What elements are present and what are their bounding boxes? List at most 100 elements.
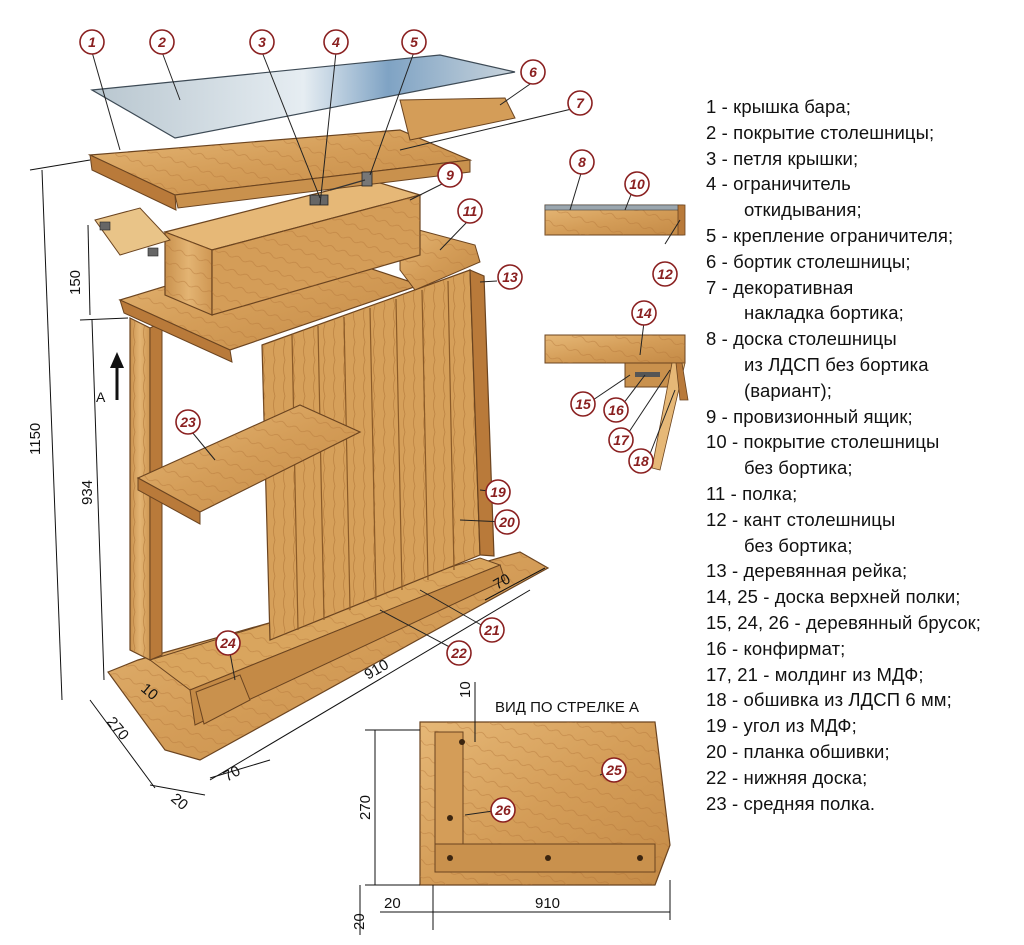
callout-8: 8 — [569, 149, 595, 175]
svg-text:7: 7 — [576, 95, 585, 111]
callout-23: 23 — [175, 409, 201, 435]
dim-70-right: 70 — [491, 570, 514, 593]
svg-text:13: 13 — [502, 269, 518, 285]
svg-text:10: 10 — [629, 176, 645, 192]
svg-text:5: 5 — [410, 34, 418, 50]
arrow-label: А — [96, 389, 106, 405]
svg-text:14: 14 — [636, 305, 652, 321]
legend-item: 2 - покрытие столешницы; — [706, 121, 935, 143]
dim-depth: 270 — [103, 714, 132, 744]
legend-item: 16 - конфирмат; — [706, 637, 846, 659]
dim-view-20b: 20 — [351, 913, 368, 930]
svg-text:19: 19 — [490, 484, 506, 500]
svg-text:26: 26 — [494, 802, 511, 818]
view-arrow: А — [96, 352, 124, 405]
legend-item: 22 - нижняя доска; — [706, 766, 868, 788]
legend-item: откидывания; — [744, 199, 862, 221]
legend-item: без бортика; — [744, 534, 853, 556]
dim-view-20a: 20 — [384, 895, 401, 912]
callout-10: 10 — [624, 171, 650, 197]
callout-labels: 1 2 3 4 5 6 7 8 9 10 11 12 13 14 15 16 1… — [79, 29, 678, 823]
callout-5: 5 — [401, 29, 427, 55]
svg-text:16: 16 — [608, 402, 624, 418]
legend-item: (вариант); — [744, 379, 832, 401]
svg-text:3: 3 — [258, 34, 266, 50]
callout-7: 7 — [567, 90, 593, 116]
legend-item: 20 - планка обшивки; — [706, 740, 890, 762]
svg-text:4: 4 — [331, 34, 340, 50]
svg-text:8: 8 — [578, 154, 586, 170]
legend-item: 8 - доска столешницы — [706, 328, 897, 350]
callout-3: 3 — [249, 29, 275, 55]
legend-item: 19 - угол из МДФ; — [706, 715, 857, 737]
legend-item: 9 - провизионный ящик; — [706, 405, 913, 427]
legend-item: без бортика; — [744, 457, 853, 479]
callout-26: 26 — [490, 797, 516, 823]
callout-25: 25 — [601, 757, 627, 783]
view-a-panel — [419, 721, 671, 886]
callout-6: 6 — [520, 59, 546, 85]
legend-item: 1 - крышка бара; — [706, 96, 851, 117]
dim-height-total: 1150 — [27, 423, 44, 455]
parts-legend: 1 - крышка бара; 2 - покрытие столешницы;… — [706, 94, 1022, 816]
callout-11: 11 — [457, 198, 483, 224]
legend-item: 18 - обшивка из ЛДСП 6 мм; — [706, 689, 952, 711]
callout-15: 15 — [570, 391, 596, 417]
dim-view-10: 10 — [457, 681, 474, 698]
svg-text:11: 11 — [463, 203, 478, 219]
svg-text:25: 25 — [605, 762, 622, 778]
legend-item: 7 - декоративная — [706, 276, 854, 298]
dim-height-lower: 934 — [79, 480, 96, 505]
callout-1: 1 — [79, 29, 105, 55]
legend-item: 11 - полка; — [706, 482, 798, 504]
svg-text:17: 17 — [613, 432, 630, 448]
svg-text:15: 15 — [575, 396, 591, 412]
legend-item: 14, 25 - доска верхней полки; — [706, 586, 961, 608]
callout-18: 18 — [628, 448, 654, 474]
callout-21: 21 — [479, 617, 505, 643]
legend-item: 5 - крепление ограничителя; — [706, 224, 954, 246]
callout-9: 9 — [437, 162, 463, 188]
callout-4: 4 — [323, 29, 349, 55]
svg-text:22: 22 — [450, 645, 467, 661]
svg-text:20: 20 — [498, 514, 515, 530]
legend-item: 17, 21 - молдинг из МДФ; — [706, 663, 924, 685]
legend-item: 23 - средняя полка. — [706, 792, 876, 814]
dim-20: 20 — [167, 790, 191, 814]
svg-text:23: 23 — [179, 414, 196, 430]
legend-item: 6 - бортик столешницы; — [706, 250, 911, 272]
callout-16: 16 — [603, 397, 629, 423]
legend-item: накладка бортика; — [744, 302, 904, 324]
callout-14: 14 — [631, 300, 657, 326]
callout-13: 13 — [497, 264, 523, 290]
legend-item: 4 - ограничитель — [706, 173, 851, 195]
detail-top-board — [544, 204, 686, 236]
legend-item: 12 - кант столешницы — [706, 508, 896, 530]
dim-height-top: 150 — [67, 270, 84, 295]
detail-shelf-joint — [544, 334, 689, 471]
callout-20: 20 — [494, 509, 520, 535]
svg-text:18: 18 — [633, 453, 649, 469]
legend-item: 15, 24, 26 - деревянный брусок; — [706, 611, 982, 633]
svg-text:21: 21 — [483, 622, 500, 638]
svg-text:9: 9 — [446, 167, 454, 183]
legend-item: 10 - покрытие столешницы — [706, 431, 940, 453]
callout-17: 17 — [608, 427, 634, 453]
callout-22: 22 — [446, 640, 472, 666]
svg-text:2: 2 — [157, 34, 166, 50]
svg-text:6: 6 — [529, 64, 537, 80]
svg-text:1: 1 — [88, 34, 96, 50]
legend-item: 13 - деревянная рейка; — [706, 560, 908, 582]
callout-19: 19 — [485, 479, 511, 505]
dim-view-910: 910 — [535, 895, 560, 912]
dim-70-left: 70 — [221, 762, 244, 785]
legend-item: 3 - петля крышки; — [706, 147, 859, 169]
callout-2: 2 — [149, 29, 175, 55]
cabinet-illustration — [87, 54, 550, 761]
view-title: ВИД ПО СТРЕЛКЕ А — [495, 699, 639, 716]
callout-24: 24 — [215, 630, 241, 656]
callout-12: 12 — [652, 261, 678, 287]
dim-view-270: 270 — [357, 795, 374, 820]
legend-item: из ЛДСП без бортика — [744, 353, 929, 375]
